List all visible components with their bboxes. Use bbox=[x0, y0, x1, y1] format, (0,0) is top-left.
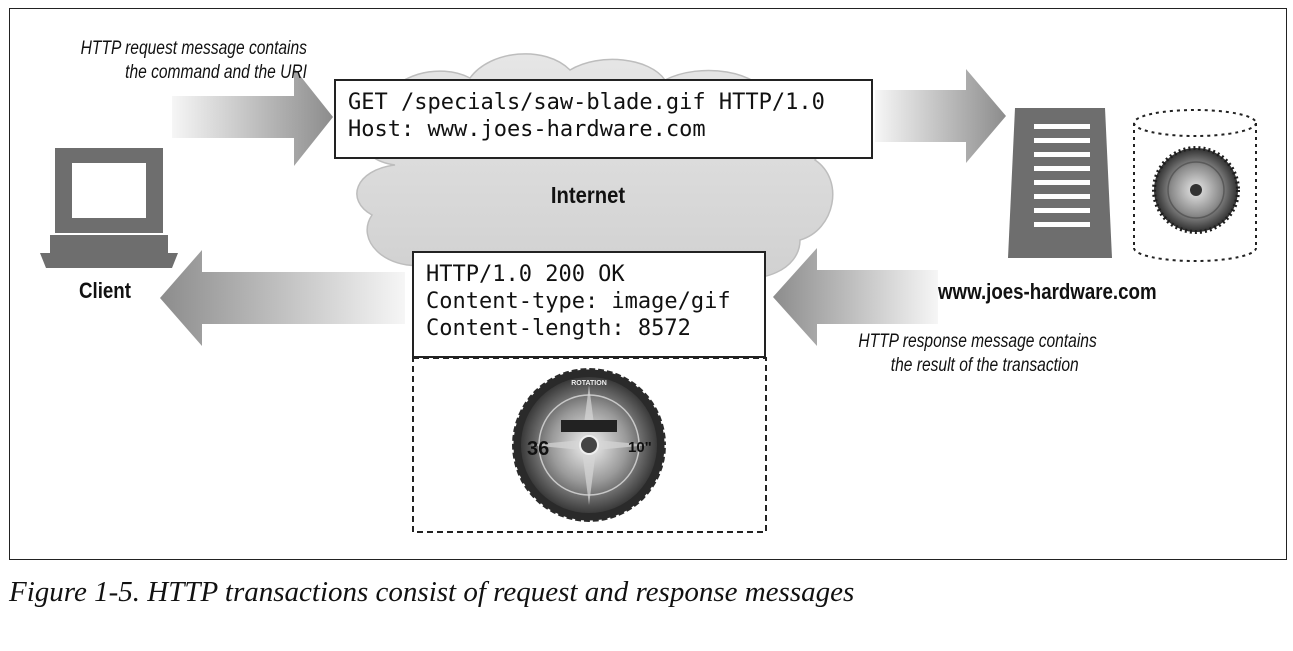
response-message-box: HTTP/1.0 200 OK Content-type: image/gif … bbox=[412, 251, 766, 358]
request-note-line-1: HTTP request message contains bbox=[80, 38, 307, 59]
request-arrow-in bbox=[172, 68, 333, 166]
storage-cylinder-icon bbox=[1133, 109, 1257, 262]
request-message-box: GET /specials/saw-blade.gif HTTP/1.0 Hos… bbox=[334, 79, 873, 159]
server-label: www.joes-hardware.com bbox=[938, 279, 1157, 304]
internet-label: Internet bbox=[551, 182, 625, 209]
response-note: HTTP response message contains the resul… bbox=[859, 330, 1097, 378]
client-label: Client bbox=[79, 278, 131, 303]
saw-blade-teeth-text: 36 bbox=[527, 438, 549, 460]
request-host-header: Host: www.joes-hardware.com bbox=[348, 117, 706, 142]
request-arrow-out bbox=[875, 69, 1006, 163]
client-computer-icon bbox=[40, 148, 178, 268]
response-status-line: HTTP/1.0 200 OK bbox=[426, 262, 625, 287]
response-arrow-in bbox=[773, 248, 938, 346]
response-arrow-out bbox=[160, 250, 405, 346]
stored-saw-blade-image bbox=[1152, 146, 1240, 234]
saw-blade-brand-text: ROTATION bbox=[571, 380, 607, 387]
figure-frame bbox=[9, 8, 1287, 560]
web-server-icon bbox=[1008, 108, 1112, 258]
response-note-line-2: the result of the transaction bbox=[891, 355, 1079, 376]
response-content-length-header: Content-length: 8572 bbox=[426, 316, 691, 341]
response-content-type-header: Content-type: image/gif bbox=[426, 289, 731, 314]
response-note-line-1: HTTP response message contains bbox=[858, 331, 1097, 352]
request-note: HTTP request message contains the comman… bbox=[81, 37, 307, 85]
saw-blade-size-text: 10" bbox=[628, 439, 652, 456]
request-note-line-2: the command and the URI bbox=[125, 62, 307, 83]
saw-blade-image: 36 10" ROTATION bbox=[510, 366, 668, 524]
request-line: GET /specials/saw-blade.gif HTTP/1.0 bbox=[348, 90, 825, 115]
figure-caption: Figure 1-5. HTTP transactions consist of… bbox=[9, 576, 855, 608]
